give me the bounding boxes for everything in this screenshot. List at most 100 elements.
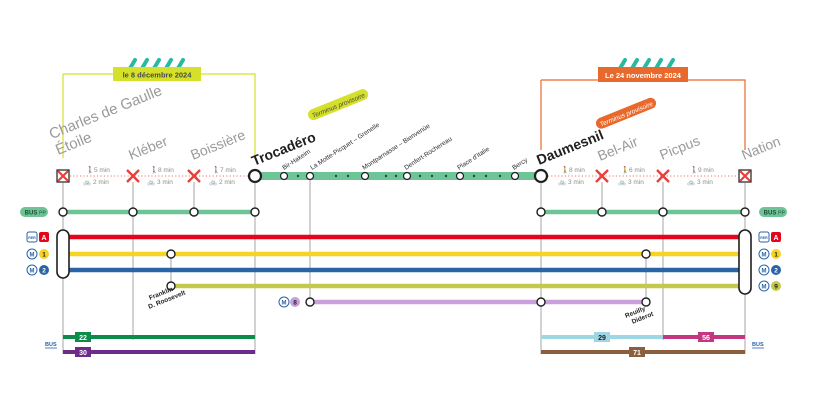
closed-cdg [56, 169, 70, 183]
open-stops-labels: Bir-Hakeim La Motte-Picquet – Grenelle M… [281, 122, 529, 172]
rer-a-badge-left: RER A [26, 231, 49, 243]
closed-boissiere [187, 169, 201, 183]
left-line-badges: RER A M 1 M 2 [26, 231, 49, 276]
badge-terminus-daumesnil: Terminus provisoire [595, 97, 657, 129]
svg-text:Reuilly Diderot: Reuilly Diderot [624, 303, 655, 327]
m1-badge-right: M 1 [758, 248, 781, 260]
walk-icon: 🚶 [86, 166, 94, 174]
bus-pp-suffix-left: PP [39, 211, 46, 217]
walk-times-left: 🚶 5 min 🚲 2 min 🚶 8 min 🚲 3 min 🚶 7 min … [83, 166, 236, 186]
svg-text:56: 56 [702, 335, 710, 342]
walk-time-2: 8 min [158, 167, 174, 174]
bike-time-6: 3 min [697, 179, 713, 186]
m8-badge: M 8 [278, 296, 300, 308]
bus-pp-right-badge: BUS PP [759, 207, 787, 217]
m2-badge-right: M 2 [758, 264, 781, 276]
stop-bir-hakeim [279, 171, 289, 181]
svg-text:M: M [30, 269, 35, 275]
bus-22: 22 [63, 332, 255, 342]
bus-pp-suffix-right: PP [778, 211, 785, 217]
walk-icon: 🚶 [690, 166, 698, 174]
svg-text:M: M [282, 301, 287, 307]
stop-montparnasse [360, 171, 370, 181]
m9-badge-right: M 9 [758, 280, 781, 292]
right-notice-banner: Le 24 novembre 2024 [598, 67, 688, 82]
walk-time-1: 5 min [94, 167, 110, 174]
bus-label-right: BUS [752, 342, 764, 349]
svg-text:RER: RER [28, 236, 36, 240]
walk-icon: 🚶 [621, 166, 629, 174]
closed-bel-air [595, 169, 609, 183]
interchange-cdg [56, 229, 70, 279]
station-label-boissiere: Boissière [188, 126, 248, 162]
svg-text:M: M [30, 253, 35, 259]
svg-text:9: 9 [774, 284, 778, 291]
closed-nation [738, 169, 752, 183]
bike-icon: 🚲 [147, 179, 155, 186]
walk-icon: 🚶 [212, 166, 220, 174]
walk-time-5: 6 min [629, 167, 645, 174]
walk-time-6: 9 min [698, 167, 714, 174]
bus-71: 71 [541, 347, 745, 357]
terminus-daumesnil [533, 168, 549, 184]
svg-text:8: 8 [293, 300, 297, 307]
vertical-connectors [62, 180, 746, 354]
stop-la-motte-picquet [305, 171, 315, 181]
svg-text:2: 2 [774, 268, 778, 275]
svg-text:A: A [41, 235, 46, 242]
terminus-trocadero [247, 168, 263, 184]
bike-time-2: 3 min [157, 179, 173, 186]
cdg-line1: Charles de Gaulle [47, 82, 165, 143]
bike-icon: 🚲 [209, 179, 217, 186]
svg-text:M: M [762, 269, 767, 275]
walk-time-4: 8 min [569, 167, 585, 174]
bike-icon: 🚲 [618, 179, 626, 186]
interchange-stops [166, 249, 651, 307]
bike-time-3: 2 min [219, 179, 235, 186]
stop-denfert [402, 171, 412, 181]
station-label-daumesnil: Daumesnil [534, 126, 606, 167]
svg-text:1: 1 [774, 252, 778, 259]
rer-a-badge-right: RER A [758, 231, 781, 243]
stop-label-bercy: Bercy [511, 156, 529, 171]
terminus-trocadero-text: Terminus provisoire [311, 92, 366, 120]
badge-terminus-trocadero: Terminus provisoire [308, 89, 369, 121]
stop-place-italie [455, 171, 465, 181]
bus-pp-stops [58, 207, 750, 217]
interchange-nation [738, 229, 752, 295]
m2-badge-left: M 2 [26, 264, 49, 276]
bike-icon: 🚲 [558, 179, 566, 186]
closed-picpus [656, 169, 670, 183]
svg-text:29: 29 [598, 335, 606, 342]
bike-icon: 🚲 [687, 179, 695, 186]
right-notice-date: Le 24 novembre 2024 [605, 71, 682, 80]
stop-bercy [510, 171, 520, 181]
bike-time-5: 3 min [628, 179, 644, 186]
station-label-reuilly: Reuilly Diderot [624, 303, 655, 327]
bus-pp-left-badge: BUS PP [20, 207, 48, 217]
svg-text:30: 30 [79, 350, 87, 357]
svg-text:M: M [762, 285, 767, 291]
bus-pp-label-right: BUS [764, 211, 777, 217]
right-line-badges: RER A M 1 M 2 M 9 [758, 231, 781, 292]
svg-text:BUS: BUS [45, 342, 57, 348]
svg-text:BUS: BUS [752, 342, 764, 348]
bike-time-4: 3 min [568, 179, 584, 186]
closed-kleber [126, 169, 140, 183]
bus-pp-label-left: BUS [25, 211, 38, 217]
station-label-nation: Nation [739, 133, 783, 163]
bus-29: 29 [541, 332, 663, 342]
walk-icon: 🚶 [561, 166, 569, 174]
svg-text:71: 71 [633, 350, 641, 357]
walk-icon: 🚶 [150, 166, 158, 174]
walk-times-right: 🚶 8 min 🚲 3 min 🚶 6 min 🚲 3 min 🚶 9 min … [558, 166, 714, 186]
stop-label-place-italie: Place d'Italie [456, 146, 491, 172]
svg-text:A: A [773, 235, 778, 242]
bike-time-1: 2 min [93, 179, 109, 186]
svg-text:M: M [762, 253, 767, 259]
svg-text:1: 1 [42, 252, 46, 259]
station-label-kleber: Kléber [126, 133, 170, 163]
terminus-daumesnil-text: Terminus provisoire [599, 101, 654, 129]
bus-label-left: BUS [45, 342, 57, 349]
